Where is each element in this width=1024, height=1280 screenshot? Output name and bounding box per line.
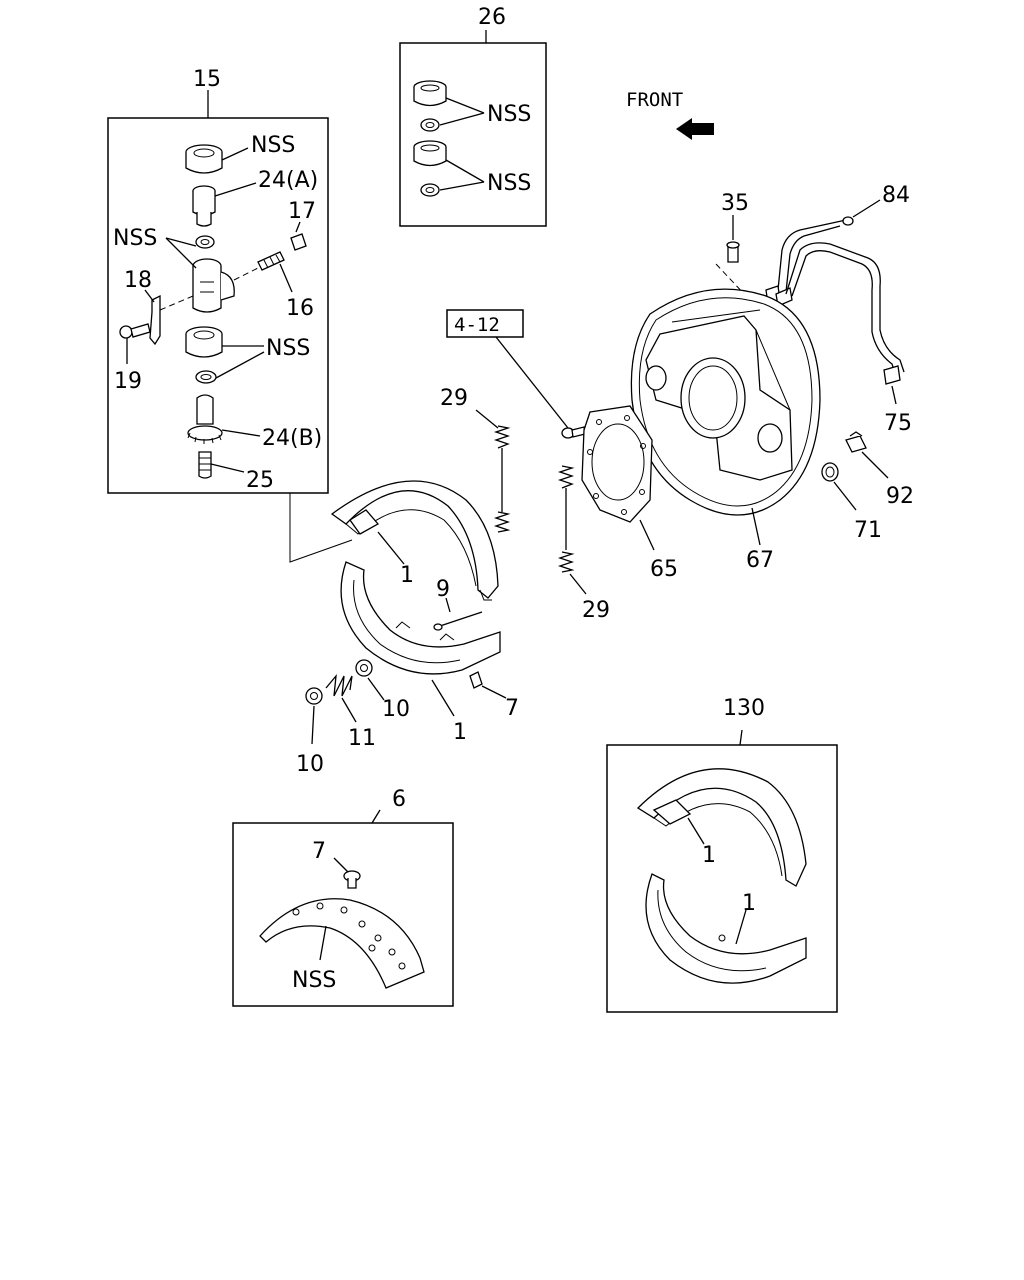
adjuster-screw-25 (198, 451, 212, 479)
nss-label-15-b: NSS (113, 226, 157, 251)
group-26-frame (399, 42, 547, 227)
callout-92: 92 (886, 484, 914, 509)
callout-17: 17 (288, 199, 316, 224)
brake-pipe-75: 75 (785, 242, 912, 436)
adjuster-24b (187, 394, 223, 444)
group-15-frame (107, 117, 329, 494)
spring-cup-10-right: 10 (355, 659, 410, 722)
wheel-cylinder-body (192, 258, 235, 313)
brake-shoe-lower: 1 (340, 561, 501, 745)
group-6-lining-kit: 6 7 NSS (232, 787, 454, 1007)
brake-shoe-upper: 1 (330, 480, 499, 601)
hold-down-spring-11: 11 (325, 673, 376, 751)
kit-boot-2 (413, 140, 447, 167)
hold-down-pin-9: 9 (433, 577, 483, 631)
backing-plate-bolt-35: 35 (715, 191, 749, 297)
group-26-repair-kit: 26 NSS NSS (399, 5, 547, 227)
callout-10-right: 10 (382, 697, 410, 722)
callout-7-shoe: 7 (505, 696, 519, 721)
kit-shoe-upper (636, 768, 807, 887)
spring-cup-10-left: 10 (296, 687, 324, 777)
return-spring-29-lower: 29 (557, 465, 610, 623)
grommet-71: 71 (821, 462, 882, 543)
clip-92: 92 (845, 431, 914, 509)
callout-84: 84 (882, 183, 910, 208)
callout-7-kit: 7 (312, 839, 326, 864)
kit-boot-1 (413, 80, 447, 107)
callout-35: 35 (721, 191, 749, 216)
callout-24a: 24(A) (258, 168, 318, 193)
group-15-wheel-cylinder: 15 NSS 24(A) NSS (107, 67, 353, 563)
callout-75: 75 (884, 411, 912, 436)
wheel-cylinder-boot-top (185, 144, 223, 174)
bleeder-screw-16 (257, 251, 285, 271)
piston-cup-small (195, 235, 215, 249)
callout-25: 25 (246, 468, 274, 493)
callout-10-left: 10 (296, 752, 324, 777)
callout-1-kit-lower: 1 (742, 891, 756, 916)
callout-19: 19 (114, 369, 142, 394)
front-arrow-icon (676, 118, 714, 140)
nss-label-6: NSS (292, 968, 336, 993)
callout-24b: 24(B) (262, 426, 322, 451)
bleeder-cap-17 (290, 233, 307, 251)
front-direction-indicator: FRONT (626, 89, 714, 140)
nss-label-15-c: NSS (266, 336, 310, 361)
group-130-frame (606, 744, 838, 1013)
group-6-frame (232, 822, 454, 1007)
backing-plate-67: 67 (630, 288, 821, 573)
kit-cup-2 (420, 183, 440, 197)
callout-71: 71 (854, 518, 882, 543)
piston-24a (192, 185, 216, 227)
callout-1-kit-upper: 1 (702, 843, 716, 868)
return-spring-29-upper: 29 (440, 386, 511, 533)
callout-29-lower: 29 (582, 598, 610, 623)
callout-1-upper: 1 (400, 563, 414, 588)
callout-11: 11 (348, 726, 376, 751)
callout-67: 67 (746, 548, 774, 573)
callout-16: 16 (286, 296, 314, 321)
callout-65: 65 (650, 557, 678, 582)
mounting-bolt-19 (119, 323, 151, 339)
nss-label-26-b: NSS (487, 171, 531, 196)
rivet-7-kit (343, 870, 361, 889)
callout-9: 9 (436, 577, 450, 602)
kit-cup-1 (420, 118, 440, 132)
callout-1-lower: 1 (453, 720, 467, 745)
group-130-shoe-set: 130 1 1 (606, 696, 838, 1013)
gasket-65: 65 (581, 405, 678, 582)
callout-26: 26 (478, 5, 506, 30)
brake-lining (259, 898, 425, 989)
piston-cup-small-bottom (195, 370, 217, 384)
nss-label-15-a: NSS (251, 133, 295, 158)
reference-label: 4-12 (454, 314, 500, 336)
callout-6: 6 (392, 787, 406, 812)
kit-shoe-lower (645, 873, 807, 984)
callout-130: 130 (723, 696, 765, 721)
anchor-bolt (561, 426, 586, 439)
retainer-plate-18 (149, 294, 161, 346)
brake-pipe-84: 84 (765, 183, 910, 307)
nss-label-26-a: NSS (487, 102, 531, 127)
callout-18: 18 (124, 268, 152, 293)
wheel-cylinder-boot-bottom (185, 326, 223, 358)
reference-box-4-12: 4-12 (446, 309, 569, 429)
rivet-7: 7 (469, 671, 519, 721)
front-label: FRONT (626, 89, 683, 111)
callout-15: 15 (193, 67, 221, 92)
callout-29-upper: 29 (440, 386, 468, 411)
